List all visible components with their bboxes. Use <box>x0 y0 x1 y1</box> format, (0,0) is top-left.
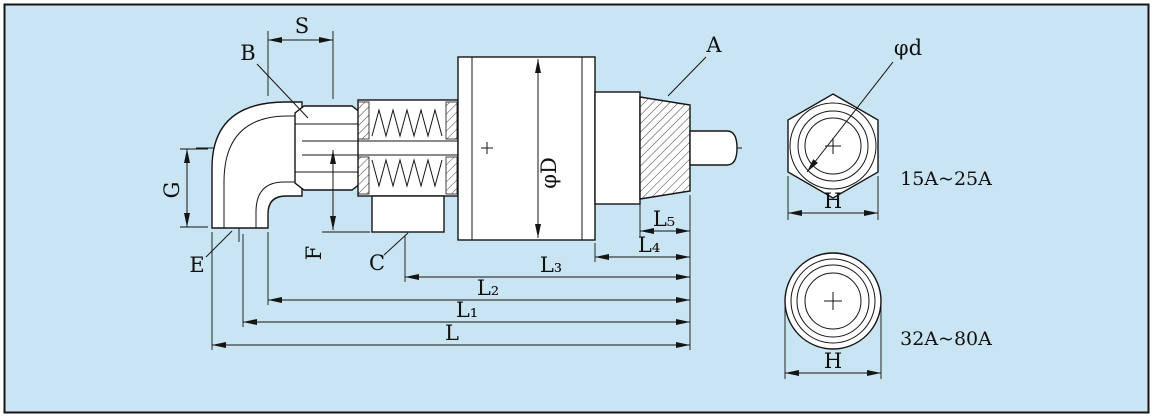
elbow-bore-line <box>223 115 302 228</box>
spring-top <box>371 108 443 138</box>
size-range-round: 32A~80A <box>900 328 992 350</box>
hex-end-view: φd H 15A~25A <box>787 36 992 220</box>
elbow-bore-line-2 <box>255 181 302 228</box>
bore-circle-inner <box>804 117 862 175</box>
shaft-shoulder <box>594 91 641 205</box>
leader-c <box>383 232 409 256</box>
dim-label-l1: L₁ <box>456 298 478 322</box>
dim-label-phi-d: φD <box>537 157 561 189</box>
gland-body <box>357 99 459 197</box>
dim-label-h-hex: H <box>824 189 842 213</box>
hatch-section <box>357 101 370 140</box>
size-range-hex: 15A~25A <box>900 168 992 190</box>
pipe-stub <box>689 130 738 166</box>
dim-label-l5: L₅ <box>653 207 675 231</box>
hex-nut-b <box>294 105 362 191</box>
casing-cylinder <box>457 56 596 241</box>
dim-label-l3: L₃ <box>540 253 562 277</box>
leader-a <box>667 56 707 97</box>
dim-label-phi-d-bore: φd <box>894 36 922 60</box>
spring-bottom <box>371 158 443 188</box>
hatch-section <box>445 101 458 140</box>
bore-circle-mid <box>797 110 869 182</box>
dim-label-l2: L₂ <box>477 276 499 300</box>
part-label-b: B <box>240 41 255 65</box>
gland-lower-port <box>371 195 445 233</box>
round-end-view: H 32A~80A <box>784 252 992 379</box>
thread-hatch <box>640 97 690 199</box>
part-label-e: E <box>189 253 204 277</box>
body-circle-3 <box>796 264 870 338</box>
main-section-view: S B A E C G F φD L₅ L₄ L₃ L₂ L₁ L <box>160 14 742 350</box>
hatch-section <box>357 156 370 195</box>
hatch-section <box>445 156 458 195</box>
leader-phi-d-bore <box>806 61 894 173</box>
bore-circle-outer <box>789 102 877 190</box>
dim-label-h-round: H <box>824 349 842 373</box>
dim-label-f: F <box>302 246 326 261</box>
dim-label-l4: L₄ <box>638 233 660 257</box>
elbow-fitting <box>211 101 303 229</box>
part-label-a: A <box>705 33 722 57</box>
dim-label-s: S <box>295 14 309 38</box>
part-label-c: C <box>369 251 385 275</box>
leader-e <box>205 230 233 258</box>
body-circle-2 <box>790 258 876 344</box>
dim-label-l: L <box>445 321 459 345</box>
leader-b <box>256 63 309 119</box>
dim-label-g: G <box>160 182 184 199</box>
bore-circle <box>804 272 862 330</box>
